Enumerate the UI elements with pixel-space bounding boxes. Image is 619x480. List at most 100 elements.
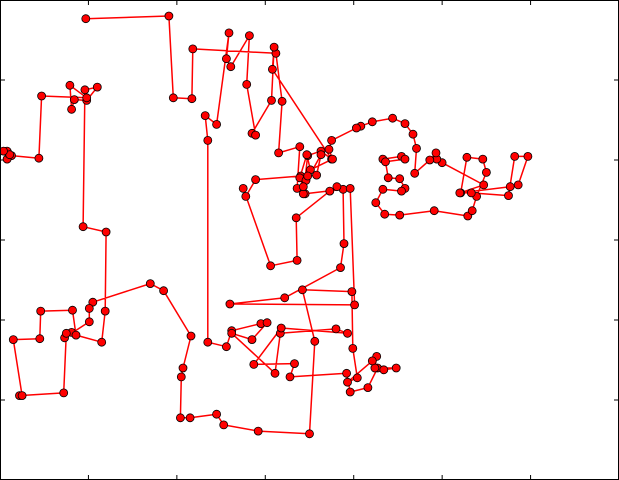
data-point — [92, 82, 102, 92]
data-point — [345, 183, 355, 193]
data-point — [292, 255, 302, 265]
data-point — [312, 170, 322, 180]
data-point — [249, 359, 259, 369]
data-point — [212, 120, 222, 129]
data-point — [238, 183, 248, 193]
data-point — [262, 318, 272, 328]
data-point — [302, 150, 312, 160]
data-point — [380, 209, 390, 219]
data-point — [242, 80, 252, 89]
data-point — [178, 363, 188, 373]
data-point — [71, 330, 81, 340]
data-point — [219, 420, 229, 430]
data-point — [400, 119, 410, 128]
data-point — [17, 391, 27, 401]
data-point — [462, 152, 472, 162]
data-point — [339, 239, 349, 249]
data-point — [348, 343, 358, 353]
data-point — [343, 328, 352, 338]
data-point — [395, 210, 405, 220]
data-point — [504, 191, 513, 201]
data-point — [310, 336, 320, 346]
data-point — [478, 154, 488, 164]
data-point — [367, 356, 377, 366]
data-point — [68, 305, 77, 315]
data-point — [82, 93, 92, 103]
data-point — [37, 91, 46, 101]
data-point — [342, 368, 352, 378]
data-point — [431, 148, 441, 158]
data-point — [510, 151, 520, 161]
data-point — [295, 142, 305, 152]
data-point — [67, 104, 76, 114]
data-point — [34, 153, 44, 163]
data-point — [8, 335, 18, 345]
data-point — [513, 180, 523, 190]
data-point — [336, 263, 345, 273]
data-point — [291, 213, 301, 223]
data-point — [81, 14, 91, 24]
data-point — [159, 286, 169, 296]
data-point — [379, 365, 389, 375]
data-point — [303, 171, 313, 181]
data-point — [505, 182, 515, 192]
data-point — [466, 188, 476, 198]
data-point — [253, 426, 263, 436]
data-point — [164, 11, 174, 21]
data-point — [367, 117, 377, 127]
data-point — [277, 96, 287, 106]
data-point — [200, 111, 210, 120]
data-point — [410, 168, 420, 178]
data-point — [84, 317, 94, 327]
series-line — [3, 15, 397, 435]
data-point — [267, 64, 277, 74]
data-point — [274, 148, 284, 158]
data-point — [343, 377, 352, 387]
data-point — [221, 342, 231, 352]
data-point — [176, 372, 186, 382]
data-point — [101, 227, 111, 237]
data-point — [244, 31, 254, 40]
data-point — [378, 184, 388, 194]
data-point — [397, 186, 406, 196]
data-point — [224, 28, 234, 38]
data-point — [328, 154, 337, 164]
data-point — [100, 306, 110, 316]
data-point — [97, 337, 107, 347]
data-point — [203, 337, 213, 347]
data-point — [266, 261, 276, 271]
data-point — [276, 323, 286, 333]
data-point — [305, 429, 314, 439]
data-point — [351, 123, 361, 133]
series-markers — [0, 11, 533, 439]
data-point — [78, 222, 88, 232]
data-point — [145, 279, 155, 289]
data-point — [251, 175, 261, 185]
data-point — [400, 154, 410, 164]
data-point — [187, 94, 197, 104]
data-point — [455, 188, 465, 198]
data-point — [267, 96, 276, 105]
data-point — [227, 328, 237, 338]
data-point — [247, 335, 257, 345]
data-point — [186, 331, 196, 341]
data-point — [316, 150, 326, 160]
data-point — [270, 368, 280, 378]
data-point — [80, 85, 90, 95]
data-point — [395, 174, 405, 184]
data-point — [523, 151, 533, 161]
data-point — [241, 191, 251, 201]
data-point — [226, 62, 236, 72]
data-point — [363, 383, 373, 393]
data-point — [290, 359, 299, 369]
data-point — [481, 167, 491, 177]
data-point — [280, 293, 290, 303]
data-point — [59, 388, 69, 398]
data-point — [251, 130, 261, 140]
data-point — [269, 42, 279, 52]
data-point — [221, 54, 231, 64]
data-point — [331, 324, 341, 334]
data-point — [324, 144, 334, 154]
data-point — [467, 206, 477, 216]
